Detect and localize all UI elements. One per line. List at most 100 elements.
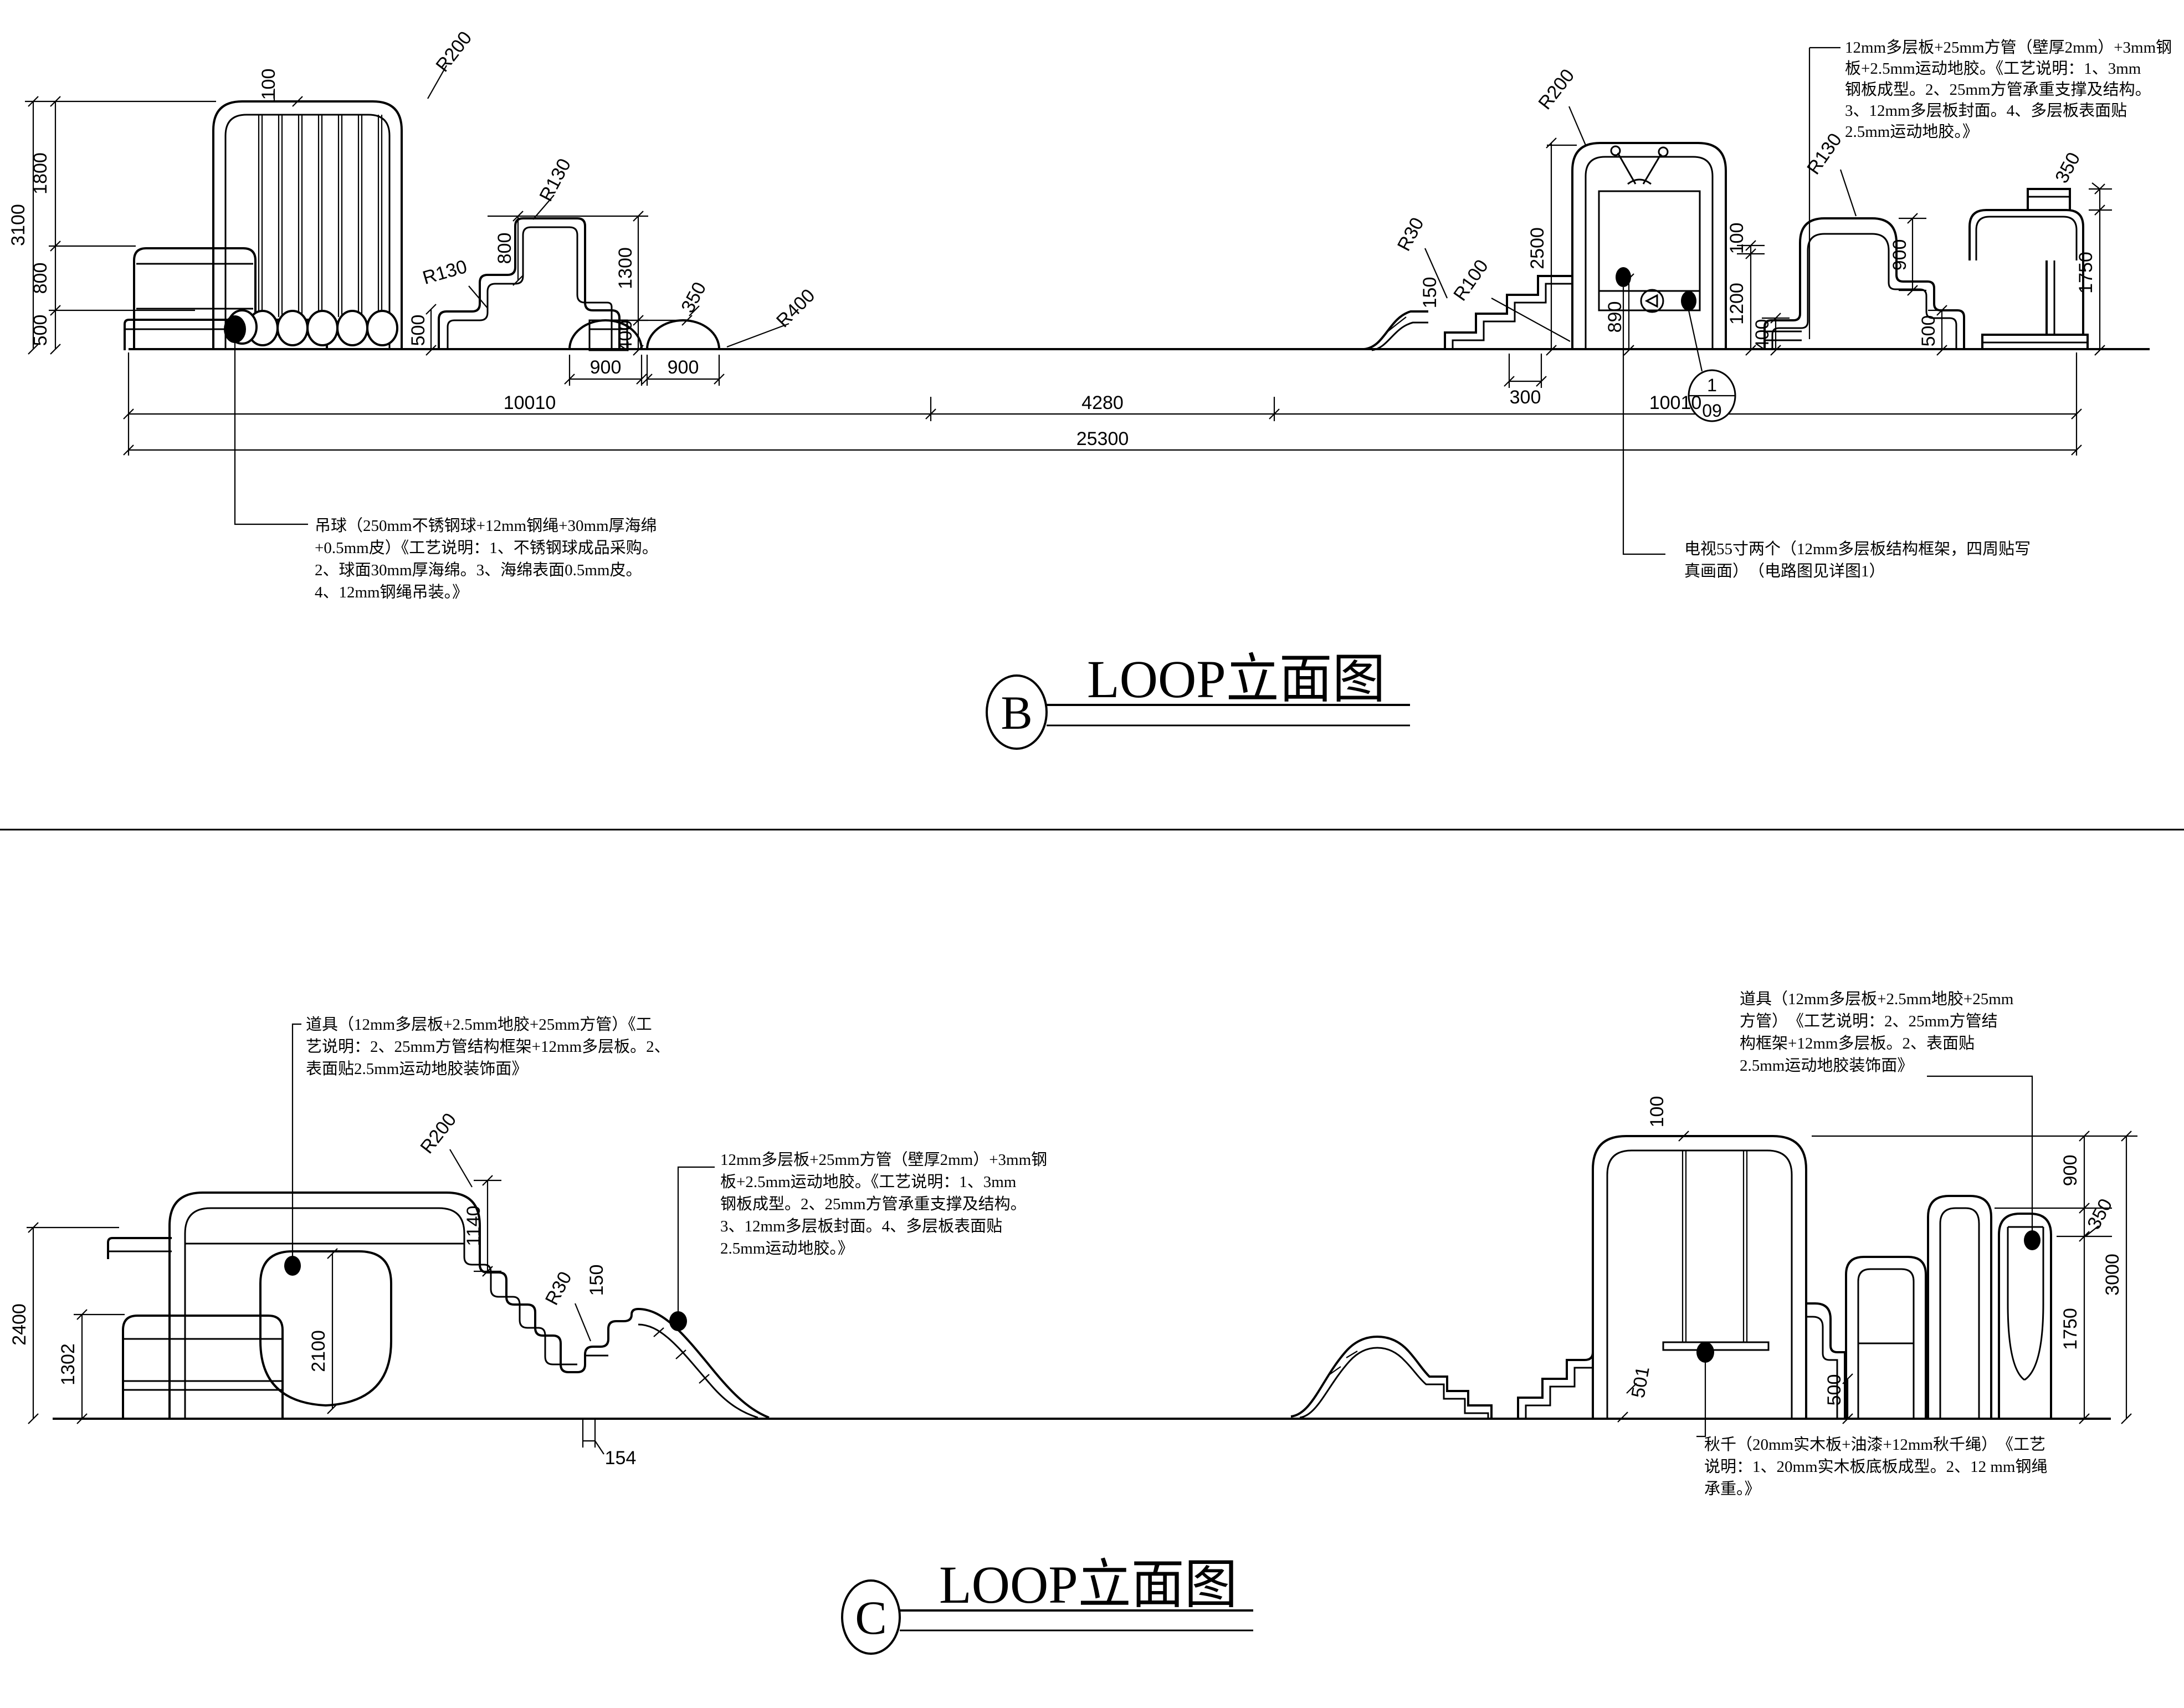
- swing-frame: [1593, 1131, 1806, 1436]
- dim-500-left: 500: [30, 315, 51, 346]
- title-circle-b: [987, 676, 1047, 749]
- dim-hump-r400: R400: [772, 285, 819, 331]
- bench-left-c: [123, 1316, 283, 1419]
- svg-text:3、12mm多层板封面。4、多层板表面贴: 3、12mm多层板封面。4、多层板表面贴: [720, 1217, 1002, 1235]
- arched-structure: [170, 1024, 769, 1454]
- dim-tv-r200: R200: [1534, 65, 1578, 114]
- r30-leader-c: [575, 1303, 591, 1341]
- prop-left-leader: [293, 1024, 301, 1266]
- svg-text:道具（12mm多层板+2.5mm地胶+25mm: 道具（12mm多层板+2.5mm地胶+25mm: [1740, 990, 2014, 1008]
- detail-bubble-sheet: 09: [1702, 401, 1722, 421]
- dims-right-of-tv: [1737, 241, 1790, 355]
- r30-leader-b: [1425, 248, 1447, 298]
- annotation-tv: 电视55寸两个（12mm多层板结构框架，四周贴写 真画面） （电路图见详图1）: [1684, 540, 2031, 580]
- svg-text:12mm多层板+25mm方管（壁厚2mm）+3mm钢: 12mm多层板+25mm方管（壁厚2mm）+3mm钢: [1845, 38, 2172, 57]
- tv-set: [1599, 146, 1700, 312]
- dim-tv-2500: 2500: [1527, 227, 1548, 269]
- svg-text:2、球面30mm厚海绵。3、海绵表面0.5mm皮。: 2、球面30mm厚海绵。3、海绵表面0.5mm皮。: [315, 561, 642, 579]
- svg-text:4、12mm钢绳吊装。》: 4、12mm钢绳吊装。》: [315, 583, 468, 601]
- r400-leader: [727, 324, 789, 347]
- prop-right-leader: [1927, 1076, 2032, 1240]
- svg-text:说明：1、20mm实木板底板成型。2、12 mm钢绳: 说明：1、20mm实木板底板成型。2、12 mm钢绳: [1704, 1458, 2047, 1476]
- title-text-c: LOOP立面图: [939, 1555, 1238, 1614]
- dim-tv-890: 890: [1604, 301, 1626, 333]
- dim-hump-900b: 900: [668, 357, 699, 378]
- svg-text:钢板成型。2、25mm方管承重支撑及结构。: 钢板成型。2、25mm方管承重支撑及结构。: [720, 1195, 1027, 1213]
- detail-bubble-leader: [1689, 310, 1702, 371]
- play-button-icon: [1641, 290, 1663, 312]
- dim-tv-r30: R30: [1393, 214, 1428, 254]
- highlight-ball: [224, 315, 246, 343]
- annotation-hanging-ball: 吊球（250mm不锈钢球+12mm钢绳+30mm厚海绵 +0.5mm皮）《工艺说…: [315, 517, 658, 601]
- dim-r30-c: R30: [541, 1268, 576, 1308]
- swing-ropes: [1683, 1150, 1747, 1342]
- dim-3100: 3100: [8, 204, 29, 246]
- left-wing-slab: [108, 1238, 172, 1259]
- dim-tv-150: 150: [1419, 277, 1440, 309]
- svg-text:道具（12mm多层板+2.5mm地胶+25mm方管）《工: 道具（12mm多层板+2.5mm地胶+25mm方管）《工: [306, 1015, 652, 1034]
- dim-right-3000: 3000: [2102, 1254, 2123, 1296]
- svg-text:表面贴2.5mm运动地胶装饰面》: 表面贴2.5mm运动地胶装饰面》: [306, 1060, 527, 1078]
- title-text-b: LOOP立面图: [1087, 650, 1386, 709]
- svg-text:吊球（250mm不锈钢球+12mm钢绳+30mm厚海绵: 吊球（250mm不锈钢球+12mm钢绳+30mm厚海绵: [315, 517, 657, 535]
- annotation-prop-right: 道具（12mm多层板+2.5mm地胶+25mm 方管） 《工艺说明：2、25mm…: [1740, 990, 2014, 1075]
- dim-r200-c: R200: [416, 1109, 460, 1158]
- dim-row-4280: 4280: [1081, 392, 1124, 413]
- dim-step-500: 500: [1824, 1374, 1845, 1406]
- dim-150-c: 150: [586, 1265, 607, 1296]
- r130-leader-left: [469, 286, 488, 308]
- dim-800-left: 800: [30, 263, 51, 294]
- dim-stair-400: 400: [615, 320, 636, 352]
- r200-leader-c: [450, 1149, 472, 1187]
- svg-text:承重。》: 承重。》: [1704, 1480, 1761, 1498]
- detail-bubble: [1689, 370, 1735, 421]
- dim-154: 154: [605, 1448, 637, 1469]
- left-dimension-chain-b: [25, 96, 216, 354]
- r100-leader-b: [1491, 298, 1570, 341]
- dim-row-10010b: 10010: [1649, 392, 1702, 413]
- annotation-panel-top-right: 12mm多层板+25mm方管（壁厚2mm）+3mm钢 板+2.5mm运动地胶。《…: [1845, 38, 2172, 141]
- swing-callout-dot: [1696, 1342, 1714, 1363]
- dim-stair-1300: 1300: [615, 247, 636, 289]
- panel-mid-leader: [678, 1167, 715, 1321]
- dim-right-900: 900: [1889, 239, 1910, 271]
- svg-text:3、12mm多层板封面。4、多层板表面贴: 3、12mm多层板封面。4、多层板表面贴: [1845, 101, 2127, 120]
- dim-1800: 1800: [30, 152, 51, 195]
- left-dims-c: [27, 1223, 125, 1424]
- dimension-rows-b: [124, 352, 2082, 456]
- dim-right-500: 500: [1918, 315, 1939, 347]
- dim-stair-r130-left: R130: [421, 256, 470, 289]
- dim-2400: 2400: [9, 1303, 30, 1346]
- r130-leader-right: [1840, 170, 1856, 216]
- dim-portal-r200: R200: [432, 28, 476, 76]
- dim-swing-100: 100: [1647, 1096, 1668, 1128]
- svg-text:板+2.5mm运动地胶。《工艺说明：1、3mm: 板+2.5mm运动地胶。《工艺说明：1、3mm: [1845, 59, 2141, 78]
- dim-hump-900a: 900: [590, 357, 622, 378]
- dim-right-1750-c: 1750: [2060, 1308, 2081, 1350]
- annotation-panel-mid: 12mm多层板+25mm方管（壁厚2mm）+3mm钢 板+2.5mm运动地胶。《…: [720, 1150, 1047, 1257]
- title-b: B LOOP立面图: [987, 650, 1410, 749]
- svg-text:方管） 《工艺说明：2、25mm方管结: 方管） 《工艺说明：2、25mm方管结: [1740, 1012, 1998, 1030]
- svg-text:板+2.5mm运动地胶。《工艺说明：1、3mm: 板+2.5mm运动地胶。《工艺说明：1、3mm: [720, 1173, 1017, 1191]
- svg-text:钢板成型。2、25mm方管承重支撑及结构。: 钢板成型。2、25mm方管承重支撑及结构。: [1845, 80, 2151, 99]
- right-bench-b: [1970, 183, 2112, 355]
- svg-text:艺说明：2、25mm方管结构框架+12mm多层板。2、: 艺说明：2、25mm方管结构框架+12mm多层板。2、: [306, 1037, 670, 1056]
- panel-annotation-leader: [1809, 48, 1840, 339]
- title-letter-b: B: [1001, 686, 1032, 739]
- annotation-prop-left: 道具（12mm多层板+2.5mm地胶+25mm方管）《工 艺说明：2、25mm方…: [306, 1015, 670, 1078]
- detail-callout-dot: [1681, 291, 1696, 311]
- dim-right-900-c: 900: [2060, 1155, 2081, 1187]
- svg-text:2.5mm运动地胶。》: 2.5mm运动地胶。》: [720, 1239, 854, 1257]
- r130-leader-top: [533, 195, 554, 219]
- slide-and-steps-b: [1364, 248, 1572, 388]
- arch-opening: [260, 1251, 391, 1405]
- tv-portal-structure: [1546, 106, 1735, 554]
- dim-tv-300: 300: [1510, 387, 1541, 408]
- svg-text:12mm多层板+25mm方管（壁厚2mm）+3mm钢: 12mm多层板+25mm方管（壁厚2mm）+3mm钢: [720, 1150, 1047, 1169]
- dim-portal-100: 100: [258, 69, 279, 100]
- hanging-ropes: [259, 115, 382, 317]
- swing-annotation-leader: [1696, 1359, 1705, 1436]
- dim-2100: 2100: [308, 1330, 329, 1372]
- slide-steps-c-right: [1291, 1337, 1637, 1422]
